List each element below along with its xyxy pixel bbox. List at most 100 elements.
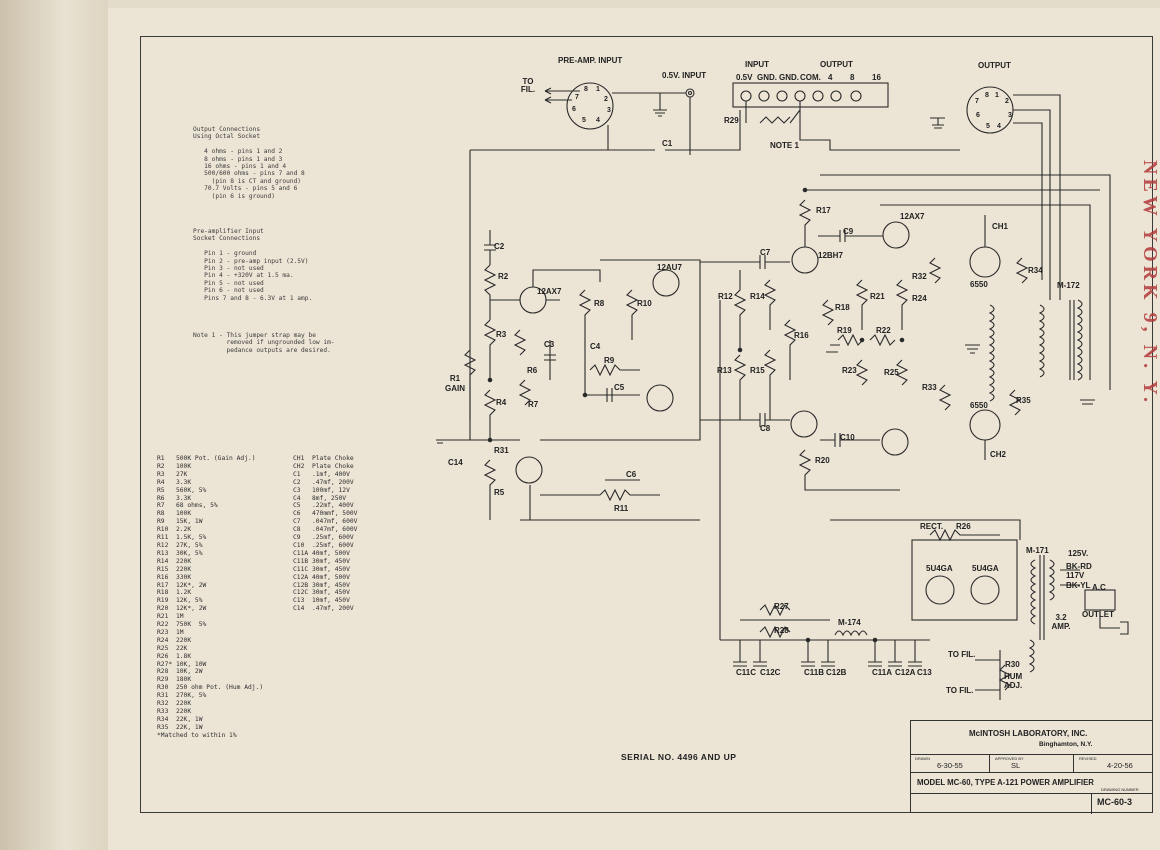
resistor-list-entry: R24 220K xyxy=(157,636,192,644)
resistor-list-entry: R33 220K xyxy=(157,708,192,715)
resistor-list-entry: *Matched to within 1% xyxy=(157,731,237,739)
capacitor-list-entry: C5 .22mf, 400V xyxy=(293,502,354,510)
label-c6: C6 xyxy=(626,470,637,479)
capacitor-list-entry: C9 .25mf, 600V xyxy=(293,534,354,542)
label-r24: R24 xyxy=(912,294,927,303)
label-preamp-input: PRE-AMP. INPUT xyxy=(558,56,623,65)
label-to-fil: TO FIL. xyxy=(520,77,536,94)
label-v5: 6550 xyxy=(970,280,988,289)
label-m174: M-174 xyxy=(838,618,861,627)
resistor-list-entry: R3 27K xyxy=(157,470,188,478)
approved-by: SL xyxy=(1011,761,1021,770)
resistor-list-entry: R31 270K, 5% xyxy=(157,692,207,700)
label-r18: R18 xyxy=(835,303,850,312)
capacitor-list-entry: C11C 30mf, 450V xyxy=(293,565,350,573)
label-c1: C1 xyxy=(662,139,673,148)
label-r16: R16 xyxy=(794,331,809,340)
label-r11: R11 xyxy=(614,504,629,513)
serial-number: SERIAL NO. 4496 AND UP xyxy=(621,752,737,762)
resistor-list-entry: R23 1M xyxy=(157,628,184,636)
label-r8: R8 xyxy=(594,299,605,308)
resistor-list-entry: R20 12K*, 2W xyxy=(157,605,207,613)
label-v8: 5U4GA xyxy=(972,564,999,573)
label-note1: NOTE 1 xyxy=(770,141,799,150)
resistor-list-entry: R18 1.2K xyxy=(157,589,192,597)
resistor-list-entry: R9 15K, 1W xyxy=(157,518,203,526)
label-r13: R13 xyxy=(717,366,732,375)
resistor-list-entry: R8 100K xyxy=(157,510,192,518)
label-r3: R3 xyxy=(496,330,507,339)
capacitor-list-entry: C13 10mf, 450V xyxy=(293,597,350,605)
pin-6-out: 6 xyxy=(976,112,980,119)
resistor-list-entry: R29 180K xyxy=(157,676,192,684)
label-output-group: OUTPUT xyxy=(820,60,853,69)
resistor-list-entry: R5 560K, 5% xyxy=(157,486,207,494)
terminal-label: 8 xyxy=(850,73,855,82)
label-r28: R28 xyxy=(774,626,789,635)
label-input-group: INPUT xyxy=(745,60,769,69)
label-r5: R5 xyxy=(494,488,505,497)
label-bk-yl: BK-YL xyxy=(1066,581,1091,590)
capacitor-list-entry: C6 470mmf, 500V xyxy=(293,510,358,518)
pin-5-preamp: 5 xyxy=(582,117,586,124)
capacitor-list-entry: C3 100mf, 12V xyxy=(293,486,350,494)
label-r10: R10 xyxy=(637,299,652,308)
label-bk-rd: BK-RD xyxy=(1066,562,1092,571)
terminal-label: 16 xyxy=(872,73,881,82)
drawing-number: MC-60-3 xyxy=(1097,797,1133,807)
pin-4-preamp: 4 xyxy=(596,117,600,124)
approved-label: APPROVED BY xyxy=(995,756,1024,761)
label-c13: C13 xyxy=(917,668,932,677)
resistor-list-entry: R32 220K xyxy=(157,700,192,708)
label-r34: R34 xyxy=(1028,266,1043,275)
pin-1-preamp: 1 xyxy=(596,86,600,93)
drawn-date: 6-30-55 xyxy=(937,761,963,770)
label-c5: C5 xyxy=(614,383,625,392)
pin-6-preamp: 6 xyxy=(572,106,576,113)
pin-5-out: 5 xyxy=(986,123,990,130)
label-r17: R17 xyxy=(816,206,831,215)
label-m171: M-171 xyxy=(1026,546,1049,555)
label-r19: R19 xyxy=(837,326,852,335)
capacitor-list-entry: C8 .047mf, 600V xyxy=(293,526,358,534)
label-r6: R6 xyxy=(527,366,538,375)
label-r15: R15 xyxy=(750,366,765,375)
capacitor-list-entry: C1 .1mf, 400V xyxy=(293,470,350,478)
capacitor-list-entry: C4 8mf, 250V xyxy=(293,494,347,502)
capacitor-list-entry: C12A 40mf, 500V xyxy=(293,573,350,581)
capacitor-list-entry: C11B 30mf, 450V xyxy=(293,557,350,565)
label-c11a: C11A xyxy=(872,668,893,677)
capacitor-list-entry: C14 .47mf, 200V xyxy=(293,605,354,613)
output-connections-note: Output Connections Using Octal Socket 4 … xyxy=(193,126,305,200)
resistor-list-entry: R4 3.3K xyxy=(157,478,192,486)
label-hum-adj: HUM ADJ. xyxy=(1004,672,1023,690)
title-block: McINTOSH LABORATORY, INC. Binghamton, N.… xyxy=(910,720,1153,814)
label-r27: R27 xyxy=(774,602,789,611)
resistor-list-entry: R11 1.5K, 5% xyxy=(157,534,207,542)
label-r22: R22 xyxy=(876,326,891,335)
company-name: McINTOSH LABORATORY, INC. xyxy=(969,729,1088,738)
label-r33: R33 xyxy=(922,383,937,392)
pin-3-out: 3 xyxy=(1008,112,1012,119)
resistor-list-entry: R2 100K xyxy=(157,462,192,470)
resistor-list-entry: R1 500K Pot. (Gain Adj.) xyxy=(157,455,256,462)
resistor-list-entry: R35 22K, 1W xyxy=(157,723,203,731)
label-c11b: C11B xyxy=(804,668,825,677)
capacitor-list-entry: C11A 40mf, 500V xyxy=(293,549,350,557)
capacitor-list-entry: CH2 Plate Choke xyxy=(293,462,354,470)
capacitor-list-entry: C12B 30mf, 450V xyxy=(293,581,350,589)
label-c9: C9 xyxy=(843,227,854,236)
label-to-fil-3: TO FIL. xyxy=(946,686,974,695)
label-v7: 5U4GA xyxy=(926,564,953,573)
resistor-list-entry: R15 220K xyxy=(157,565,192,573)
capacitor-list-entry: CH1 Plate Choke xyxy=(293,455,354,462)
drawing-border xyxy=(140,36,1153,813)
resistor-list-entry: R28 10K, 2W xyxy=(157,668,203,676)
terminal-label: 4 xyxy=(828,73,833,82)
label-ch1: CH1 xyxy=(992,222,1009,231)
pin-7-out: 7 xyxy=(975,98,979,105)
capacitor-list-entry: C10 .25mf, 600V xyxy=(293,541,354,549)
drawn-label: DRAWN xyxy=(915,756,930,761)
